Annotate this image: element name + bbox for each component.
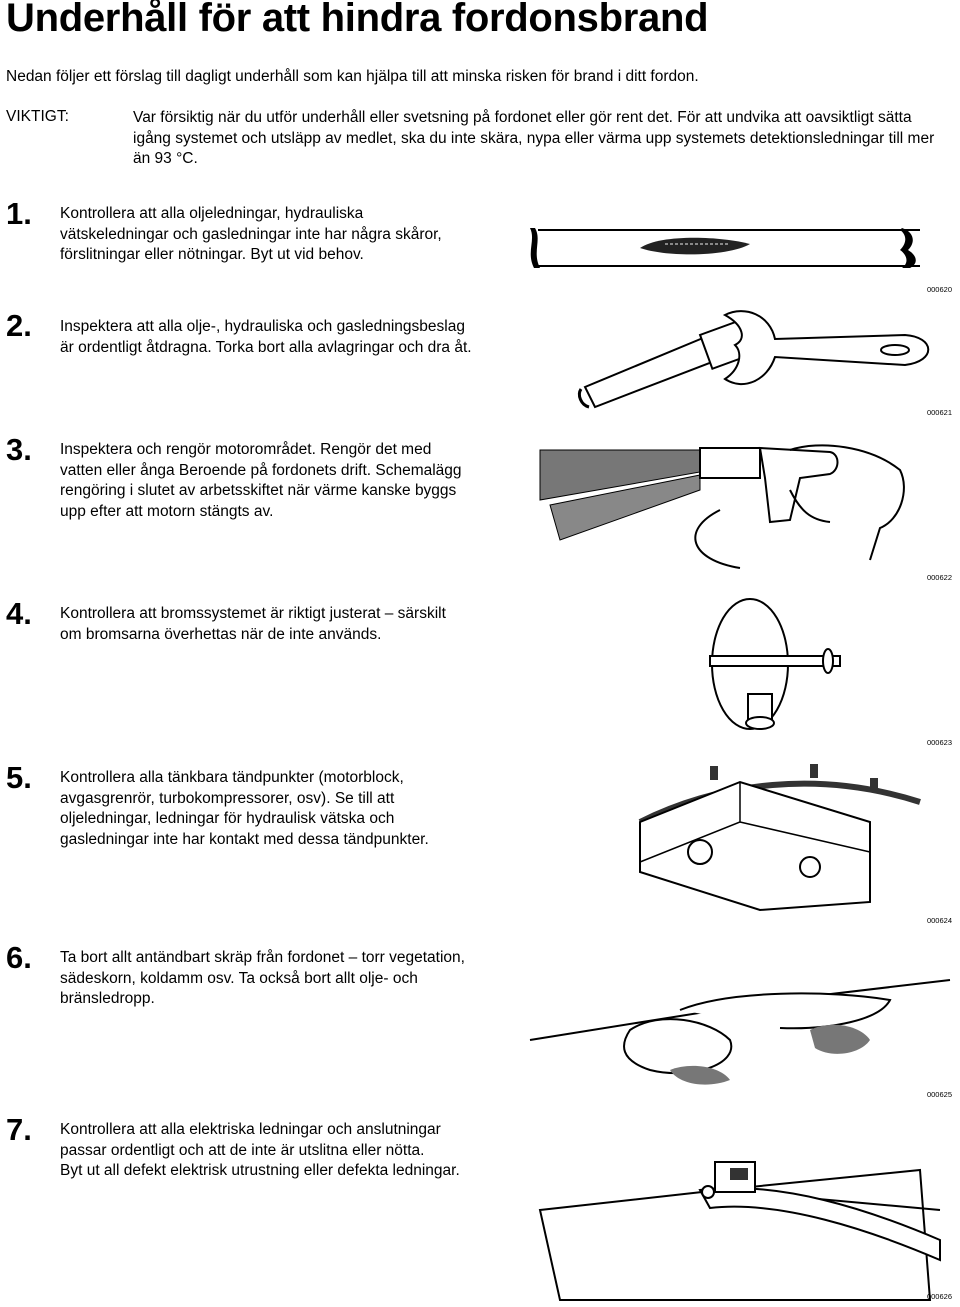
step-6-line-3: bränsledropp.: [60, 990, 155, 1007]
wrench-fitting-illustration: [577, 310, 930, 409]
step-3-line-4: upp efter att motorn stängts av.: [60, 502, 274, 520]
engine-block-illustration: [638, 764, 921, 912]
step-7-text: Kontrollera att alla elektriska ledninga…: [60, 1120, 460, 1182]
step-5-line-4: gasledningar inte har kontakt med dessa …: [60, 830, 429, 848]
step-5-line-1: Kontrollera alla tänkbara tändpunkter (m…: [60, 769, 404, 786]
step-7-figure-code: 000626: [926, 1292, 952, 1301]
step-3-figure-code: 000622: [926, 573, 952, 582]
step-2-figure-code: 000621: [926, 408, 952, 417]
step-6-line-1: Ta bort allt antändbart skräp från fordo…: [60, 949, 465, 966]
step-2-text: Inspektera att alla olje-, hydrauliska o…: [60, 317, 472, 358]
step-5-line-3: oljeledningar, ledningar för hydraulisk …: [60, 810, 395, 827]
step-1-figure-code: 000620: [926, 285, 952, 294]
step-4-text: Kontrollera att bromssystemet är riktigt…: [60, 604, 446, 645]
step-6-number: 6.: [6, 940, 32, 975]
step-3-number: 3.: [6, 432, 32, 467]
page-title: Underhåll för att hindra fordonsbrand: [6, 0, 709, 40]
step-3-text: Inspektera och rengör motorområdet. Reng…: [60, 440, 462, 522]
step-1-line-1: Kontrollera att alla oljeledningar, hydr…: [60, 205, 364, 222]
step-4-line-2: om bromsarna överhettas när de inte anvä…: [60, 625, 382, 643]
step-5-number: 5.: [6, 760, 32, 795]
step-7-number: 7.: [6, 1112, 32, 1147]
step-1-text: Kontrollera att alla oljeledningar, hydr…: [60, 204, 442, 266]
step-2-number: 2.: [6, 308, 32, 343]
intro-text: Nedan följer ett förslag till dagligt un…: [6, 68, 699, 85]
step-3-line-2: vatten eller ånga Beroende på fordonets …: [60, 461, 462, 479]
step-4-figure-code: 000623: [926, 738, 952, 747]
step-6-figure-code: 000625: [926, 1090, 952, 1099]
step-5-line-2: avgasgrenrör, turbokompressorer, osv). S…: [60, 789, 395, 807]
electrical-connector-illustration: [538, 1161, 941, 1301]
brake-disc-illustration: [709, 598, 841, 730]
step-7-line-1: Kontrollera att alla elektriska ledninga…: [60, 1121, 441, 1138]
step-3-line-1: Inspektera och rengör motorområdet. Reng…: [60, 441, 432, 458]
important-text: Var försiktig när du utför underhåll ell…: [133, 109, 935, 167]
step-4-number: 4.: [6, 596, 32, 631]
step-1-line-2: vätskeledningar och gasledningar inte ha…: [60, 225, 442, 243]
spray-nozzle-illustration: [539, 444, 905, 569]
step-2-line-1: Inspektera att alla olje-, hydrauliska o…: [60, 318, 465, 335]
step-7-line-3: Byt ut all defekt elektrisk utrustning e…: [60, 1162, 460, 1179]
step-5-figure-code: 000624: [926, 916, 952, 925]
step-5-text: Kontrollera alla tänkbara tändpunkter (m…: [60, 768, 429, 850]
important-label: VIKTIGT:: [6, 108, 69, 125]
step-4-line-1: Kontrollera att bromssystemet är riktigt…: [60, 605, 446, 622]
worn-hose-illustration: [530, 228, 920, 268]
step-2-line-2: är ordentligt åtdragna. Torka bort alla …: [60, 338, 472, 356]
step-6-text: Ta bort allt antändbart skräp från fordo…: [60, 948, 465, 1010]
step-1-line-3: förslitningar eller nötningar. Byt ut vi…: [60, 246, 364, 263]
step-7-line-2: passar ordentligt och att de inte är uts…: [60, 1141, 425, 1159]
step-1-number: 1.: [6, 196, 32, 231]
step-3-line-3: rengöring i slutet av arbetsskiftet när …: [60, 482, 457, 499]
step-6-line-2: sädeskorn, koldamm osv. Ta också bort al…: [60, 969, 418, 987]
cleaning-rag-illustration: [529, 979, 951, 1085]
